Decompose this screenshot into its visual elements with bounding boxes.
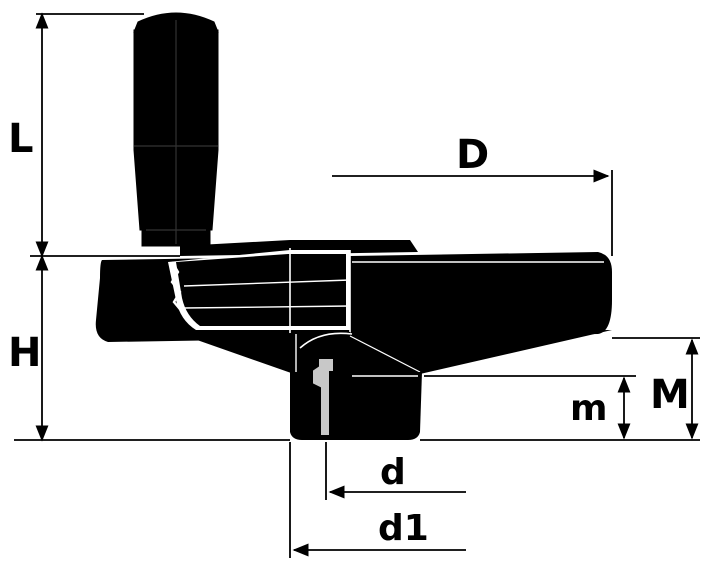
label-L: L	[8, 116, 34, 162]
dimension-lines	[14, 12, 700, 558]
wheel-body	[95, 240, 612, 440]
label-M: M	[650, 372, 690, 418]
label-d1: d1	[378, 508, 429, 549]
label-m: m	[570, 388, 608, 429]
label-d: d	[380, 452, 406, 493]
label-D: D	[456, 132, 489, 178]
label-H: H	[8, 330, 41, 376]
bore-insert	[311, 357, 335, 437]
revolving-handle	[133, 12, 219, 247]
